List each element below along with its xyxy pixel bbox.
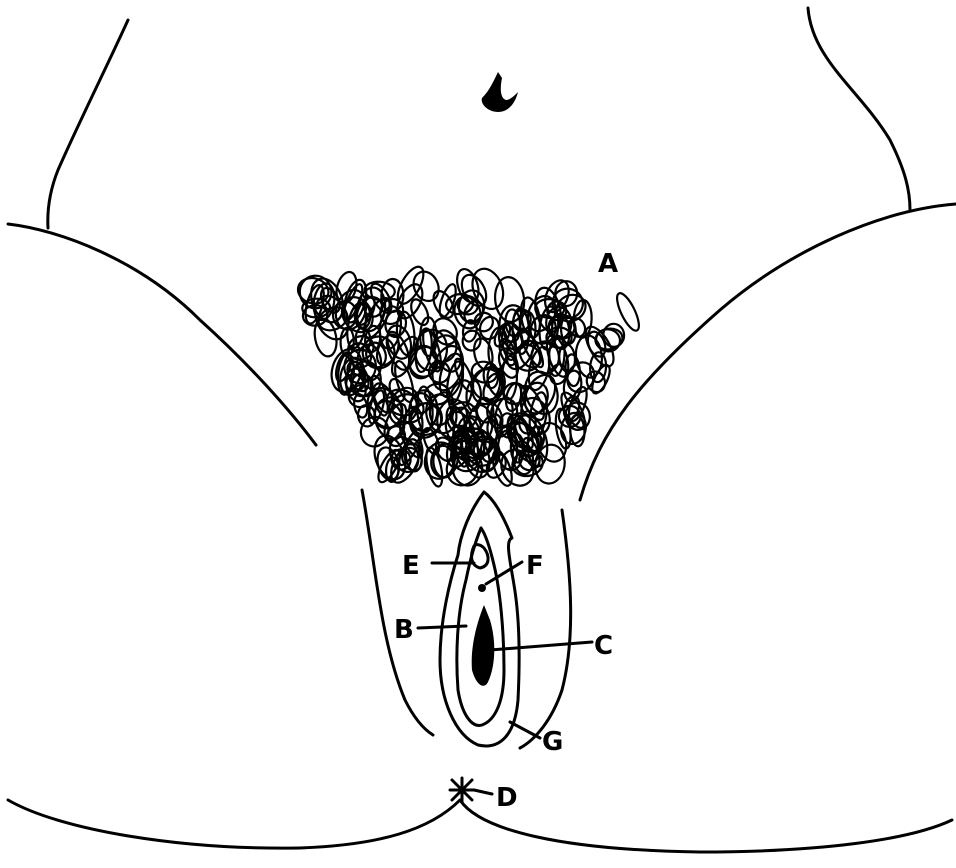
label-A: A (598, 249, 618, 279)
anus-mark (450, 778, 474, 802)
leader-line-G (510, 722, 540, 738)
leader-line-C (490, 642, 592, 650)
left-inner-thigh-line (362, 490, 433, 735)
label-D: D (496, 783, 518, 813)
hair-curl (613, 290, 643, 333)
leader-line-F (486, 562, 522, 584)
label-E: E (402, 551, 420, 581)
bottom-contour (8, 800, 952, 852)
torso-right-contour (808, 8, 910, 210)
vaginal-opening (472, 605, 495, 686)
urethral-opening (478, 584, 486, 592)
right-thigh-contour (580, 204, 956, 500)
hair-curl (493, 276, 526, 323)
navel (482, 72, 518, 112)
leader-line-D (474, 790, 492, 794)
label-F: F (526, 551, 544, 581)
leader-line-B (418, 626, 466, 628)
torso-left-contour (48, 20, 128, 228)
hair-curl (471, 337, 495, 372)
label-B: B (394, 615, 414, 645)
pubic-hair-region (295, 263, 643, 492)
left-thigh-contour (8, 224, 316, 445)
label-G: G (542, 727, 563, 757)
hair-curl (387, 333, 423, 380)
right-inner-thigh-line (520, 510, 571, 748)
label-C: C (594, 631, 613, 661)
clitoral-hood (472, 545, 489, 568)
